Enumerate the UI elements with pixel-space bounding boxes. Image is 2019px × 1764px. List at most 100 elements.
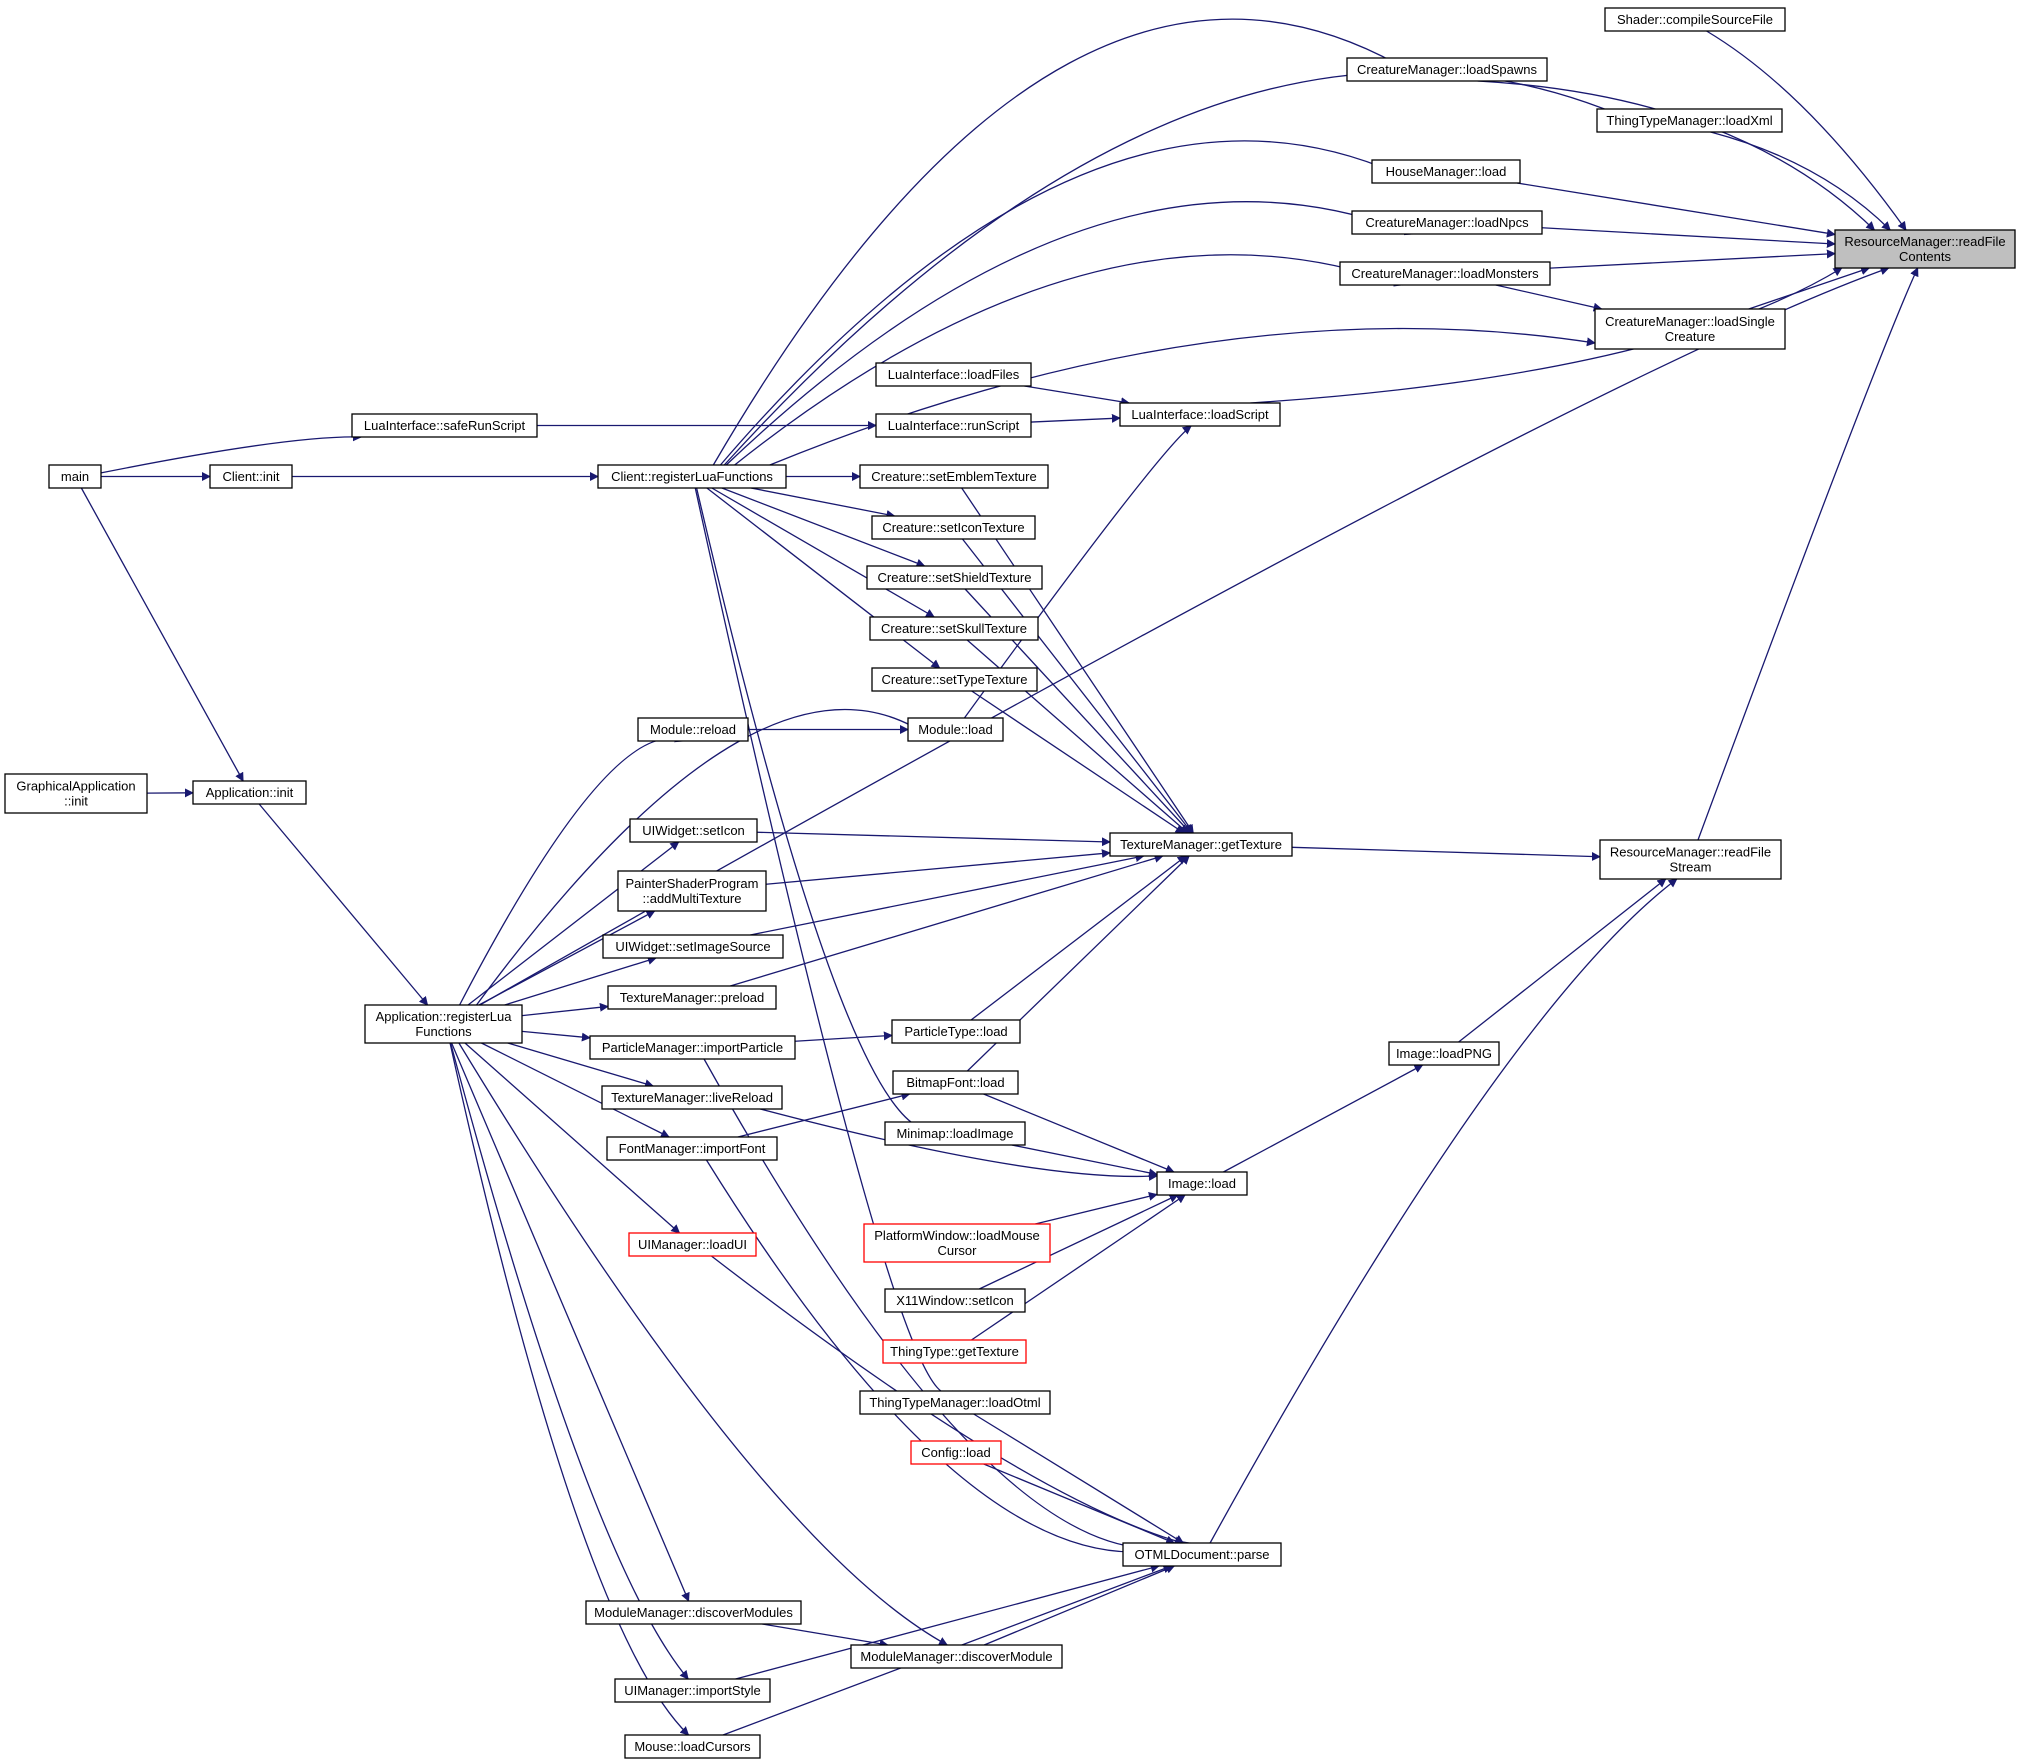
node-label: UIManager::importStyle	[624, 1683, 761, 1698]
node-uiw_setImageSource[interactable]: UIWidget::setImageSource	[602, 934, 784, 959]
node-box	[624, 1734, 761, 1759]
node-config_load[interactable]: Config::load	[910, 1440, 1002, 1465]
edge-li_loadScript-to-rm_readFileContents	[1250, 267, 1843, 404]
node-label: Client::init	[222, 469, 279, 484]
node-label: TextureManager::getTexture	[1120, 837, 1282, 852]
edge-app_registerLuaFunctions-to-uim_loadUI	[464, 1042, 681, 1234]
node-cm_loadNpcs[interactable]: CreatureManager::loadNpcs	[1351, 210, 1543, 235]
node-label: CreatureManager::loadSpawns	[1357, 62, 1537, 77]
node-label: ParticleManager::importParticle	[602, 1040, 783, 1055]
node-label: OTMLDocument::parse	[1134, 1547, 1269, 1562]
node-label: Functions	[415, 1024, 472, 1039]
node-li_runScript[interactable]: LuaInterface::runScript	[875, 413, 1032, 438]
node-image_load[interactable]: Image::load	[1156, 1171, 1248, 1196]
node-bf_load[interactable]: BitmapFont::load	[892, 1070, 1019, 1095]
node-main[interactable]: main	[48, 464, 102, 489]
edge-x11_setIcon-to-image_load	[978, 1194, 1179, 1290]
node-otml_parse[interactable]: OTMLDocument::parse	[1122, 1542, 1282, 1567]
node-box	[1599, 839, 1782, 880]
node-li_loadScript[interactable]: LuaInterface::loadScript	[1119, 402, 1281, 427]
node-li_loadFiles[interactable]: LuaInterface::loadFiles	[875, 362, 1032, 387]
node-label: HouseManager::load	[1386, 164, 1507, 179]
node-label: TextureManager::preload	[620, 990, 765, 1005]
node-app_init[interactable]: Application::init	[192, 780, 307, 805]
node-label: Module::reload	[650, 722, 736, 737]
node-tm_getTexture[interactable]: TextureManager::getTexture	[1109, 832, 1293, 857]
node-label: Config::load	[921, 1445, 990, 1460]
node-app_registerLuaFunctions[interactable]: Application::registerLuaFunctions	[364, 1004, 523, 1044]
node-uim_importStyle[interactable]: UIManager::importStyle	[614, 1678, 771, 1703]
node-label: Creature::setEmblemTexture	[871, 469, 1036, 484]
node-label: PainterShaderProgram	[626, 876, 759, 891]
node-ttm_loadXml[interactable]: ThingTypeManager::loadXml	[1596, 108, 1783, 133]
node-cm_loadSpawns[interactable]: CreatureManager::loadSpawns	[1346, 57, 1548, 82]
node-ga_init[interactable]: GraphicalApplication::init	[4, 773, 148, 814]
edge-client_registerLuaFunctions-to-cr_setTypeTexture	[706, 487, 941, 669]
node-cr_setTypeTexture[interactable]: Creature::setTypeTexture	[871, 667, 1038, 692]
node-li_safeRunScript[interactable]: LuaInterface::safeRunScript	[351, 413, 538, 438]
node-cm_loadMonsters[interactable]: CreatureManager::loadMonsters	[1339, 261, 1551, 286]
node-mm_discoverModules[interactable]: ModuleManager::discoverModules	[585, 1600, 802, 1625]
node-mouse_loadCursors[interactable]: Mouse::loadCursors	[624, 1734, 761, 1759]
node-box	[1371, 159, 1521, 184]
node-module_load[interactable]: Module::load	[907, 717, 1004, 742]
node-box	[351, 413, 538, 438]
node-label: ThingType::getTexture	[890, 1344, 1019, 1359]
node-label: Creature	[1665, 329, 1716, 344]
node-hm_load[interactable]: HouseManager::load	[1371, 159, 1521, 184]
node-box	[48, 464, 102, 489]
node-label: BitmapFont::load	[906, 1075, 1004, 1090]
node-cr_setEmblemTexture[interactable]: Creature::setEmblemTexture	[859, 464, 1049, 489]
node-cr_setSkullTexture[interactable]: Creature::setSkullTexture	[869, 616, 1039, 641]
node-uiw_setIcon[interactable]: UIWidget::setIcon	[629, 818, 758, 843]
node-box	[4, 773, 148, 814]
node-tm_liveReload[interactable]: TextureManager::liveReload	[601, 1085, 783, 1110]
node-box	[859, 1390, 1051, 1415]
edge-hm_load-to-rm_readFileContents	[1516, 182, 1836, 238]
node-box	[1109, 832, 1293, 857]
node-module_reload[interactable]: Module::reload	[637, 717, 749, 742]
node-mm_discoverModule[interactable]: ModuleManager::discoverModule	[850, 1644, 1063, 1669]
edge-main-to-li_safeRunScript	[100, 432, 363, 474]
node-x11_setIcon[interactable]: X11Window::setIcon	[884, 1288, 1026, 1313]
node-label: Application::init	[206, 785, 294, 800]
node-tt_getTexture[interactable]: ThingType::getTexture	[882, 1339, 1027, 1364]
node-label: ModuleManager::discoverModule	[860, 1649, 1052, 1664]
node-ttm_loadOtml[interactable]: ThingTypeManager::loadOtml	[859, 1390, 1051, 1415]
node-psp_addMultiTexture[interactable]: PainterShaderProgram::addMultiTexture	[617, 870, 767, 912]
edge-app_registerLuaFunctions-to-tm_preload	[521, 1002, 609, 1017]
node-box	[882, 1339, 1027, 1364]
node-tm_preload[interactable]: TextureManager::preload	[607, 985, 777, 1010]
node-box	[602, 934, 784, 959]
node-cr_setIconTexture[interactable]: Creature::setIconTexture	[871, 515, 1036, 540]
edge-shader_compileSourceFile-to-rm_readFileContents	[1706, 30, 1907, 231]
node-box	[884, 1288, 1026, 1313]
node-box	[850, 1644, 1063, 1669]
node-pm_importParticle[interactable]: ParticleManager::importParticle	[589, 1035, 796, 1060]
node-client_init[interactable]: Client::init	[209, 464, 293, 489]
node-box	[891, 1019, 1021, 1044]
edge-otml_parse-to-rm_readFileStream	[1209, 878, 1678, 1544]
node-minimap_loadImage[interactable]: Minimap::loadImage	[884, 1121, 1026, 1146]
node-uim_loadUI[interactable]: UIManager::loadUI	[628, 1232, 757, 1257]
node-box	[875, 413, 1032, 438]
edge-tt_getTexture-to-image_load	[971, 1194, 1186, 1341]
edge-app_init-to-app_registerLuaFunctions	[258, 803, 429, 1006]
edge-client_registerLuaFunctions-to-cm_loadNpcs	[725, 201, 1414, 466]
edge-app_registerLuaFunctions-to-mm_discoverModules	[450, 1042, 690, 1602]
edge-mm_discoverModules-to-mm_discoverModule	[762, 1623, 889, 1649]
node-cr_setShieldTexture[interactable]: Creature::setShieldTexture	[866, 565, 1043, 590]
node-label: Application::registerLua	[376, 1009, 513, 1024]
node-pt_load[interactable]: ParticleType::load	[891, 1019, 1021, 1044]
node-box	[601, 1085, 783, 1110]
node-image_loadPNG[interactable]: Image::loadPNG	[1388, 1041, 1500, 1066]
node-client_registerLuaFunctions[interactable]: Client::registerLuaFunctions	[597, 464, 787, 489]
node-fm_importFont[interactable]: FontManager::importFont	[606, 1136, 778, 1161]
node-shader_compileSourceFile[interactable]: Shader::compileSourceFile	[1604, 7, 1786, 32]
node-box	[1119, 402, 1281, 427]
